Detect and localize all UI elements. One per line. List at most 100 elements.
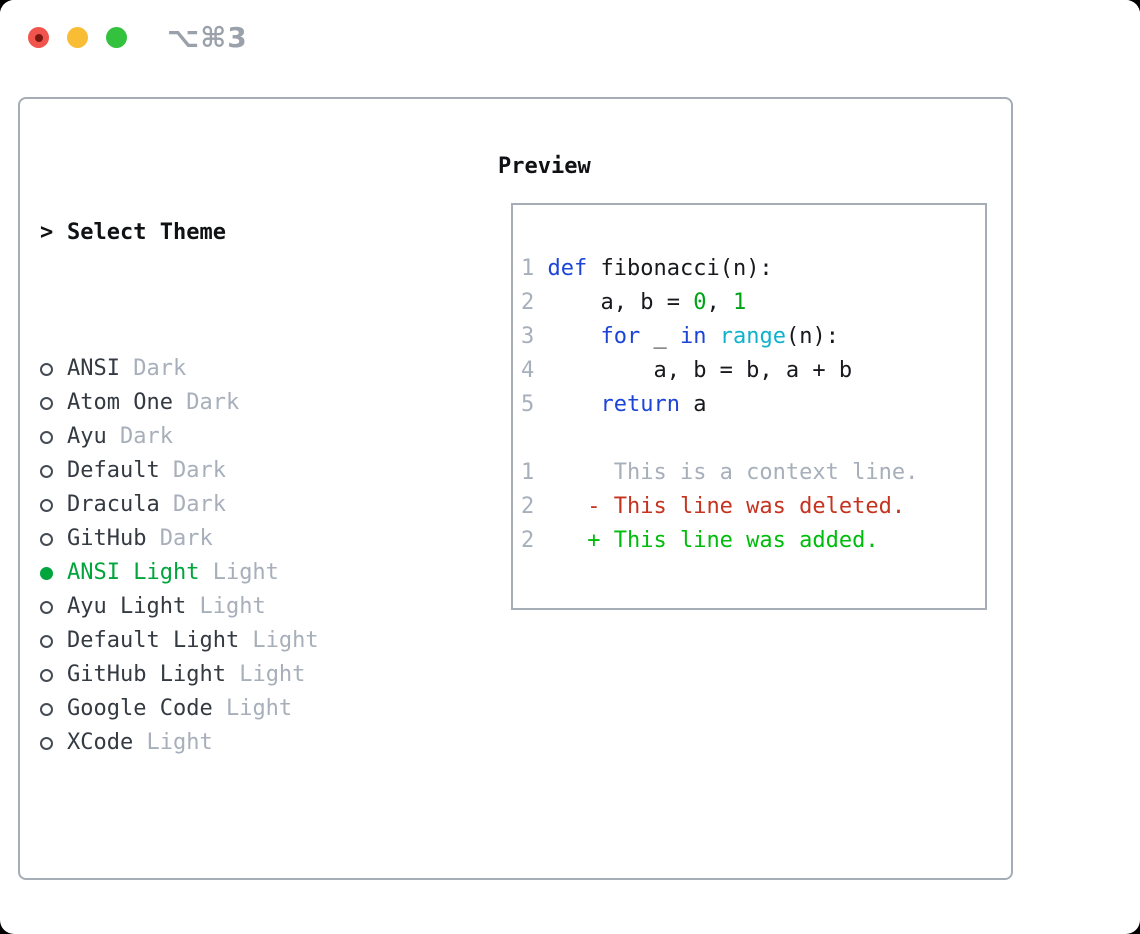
line-number: 5 xyxy=(521,392,548,417)
gutter xyxy=(40,532,67,546)
cursor-caret-icon: > xyxy=(40,220,54,245)
code-line: 1 This is a context line. xyxy=(521,456,918,490)
radio-icon xyxy=(40,464,53,478)
code-token: a xyxy=(679,392,707,417)
theme-variant: Light xyxy=(133,730,213,755)
theme-name: XCode xyxy=(67,730,134,755)
theme-option-ayu-light[interactable]: Ayu Light Light xyxy=(40,590,411,624)
code-line: 4 a, b = b, a + b xyxy=(521,354,918,388)
code-token: , xyxy=(706,290,733,315)
line-number: 2 xyxy=(521,528,548,553)
theme-option-github[interactable]: GitHub Dark xyxy=(40,522,411,556)
spacer xyxy=(40,862,411,896)
code-token: for xyxy=(600,324,641,349)
radio-icon xyxy=(40,362,53,376)
radio-selected-icon xyxy=(40,566,53,580)
line-number: 1 xyxy=(521,256,548,281)
theme-option-ansi[interactable]: ANSI Dark xyxy=(40,352,411,386)
radio-icon xyxy=(40,498,53,512)
theme-option-default[interactable]: Default Dark xyxy=(40,454,411,488)
gutter xyxy=(40,362,67,376)
theme-variant: Dark xyxy=(159,492,226,517)
theme-name: ANSI xyxy=(67,356,120,381)
theme-variant: Dark xyxy=(146,526,213,551)
code-token: 1 xyxy=(732,290,747,315)
radio-icon xyxy=(40,668,53,682)
code-token: a, b = xyxy=(547,290,694,315)
radio-icon xyxy=(40,430,53,444)
code-token: 0 xyxy=(693,290,707,315)
code-token: range xyxy=(719,324,786,349)
code-line: 3 for _ in range(n): xyxy=(521,320,918,354)
minimize-button[interactable] xyxy=(67,27,88,48)
radio-icon xyxy=(40,600,53,614)
radio-icon xyxy=(40,702,53,716)
code-line: 1 def fibonacci(n): xyxy=(521,252,918,286)
radio-icon xyxy=(40,736,53,750)
theme-name: Google Code xyxy=(67,696,213,721)
code-token xyxy=(706,324,719,349)
theme-name: Atom One xyxy=(67,390,173,415)
gutter xyxy=(40,464,67,478)
code-token: (n): xyxy=(785,324,839,349)
theme-option-github-light[interactable]: GitHub Light Light xyxy=(40,658,411,692)
radio-icon xyxy=(40,396,53,410)
theme-variant: Dark xyxy=(172,390,240,415)
theme-variant: Light xyxy=(239,628,319,653)
theme-variant: Dark xyxy=(106,424,173,449)
code-line xyxy=(521,422,918,456)
select-theme-header: > Select Theme xyxy=(40,216,411,250)
theme-name: Ayu xyxy=(67,424,107,449)
titlebar: ⌥⌘3 xyxy=(0,0,1140,97)
theme-name: Default Light xyxy=(67,628,240,653)
theme-name: ANSI Light xyxy=(67,560,200,585)
line-number: 4 xyxy=(521,358,548,383)
theme-variant: Light xyxy=(225,662,306,687)
theme-name: Dracula xyxy=(67,492,160,517)
theme-variant: Light xyxy=(199,560,279,585)
line-number: 2 xyxy=(521,290,548,315)
theme-name: Default xyxy=(67,458,160,483)
theme-option-ayu[interactable]: Ayu Dark xyxy=(40,420,411,454)
theme-option-google-code[interactable]: Google Code Light xyxy=(40,692,411,726)
gutter xyxy=(40,498,67,512)
gutter xyxy=(40,702,67,716)
theme-variant: Light xyxy=(186,594,266,619)
code-token: This is a context line. xyxy=(547,460,919,485)
code-token xyxy=(548,324,601,349)
close-button[interactable] xyxy=(28,27,49,48)
theme-option-dracula[interactable]: Dracula Dark xyxy=(40,488,411,522)
line-number: 1 xyxy=(521,460,548,485)
theme-variant: Light xyxy=(212,696,293,721)
theme-option-ansi-light[interactable]: ANSI Light Light xyxy=(40,556,411,590)
theme-option-xcode[interactable]: XCode Light xyxy=(40,726,411,760)
unsaved-dot-icon xyxy=(34,33,43,42)
radio-icon xyxy=(40,634,53,648)
code-line: 5 return a xyxy=(521,388,918,422)
theme-variant: Dark xyxy=(119,356,187,381)
gutter xyxy=(40,600,67,614)
code-preview: 1 def fibonacci(n): 2 a, b = 0, 1 3 for _ … xyxy=(521,252,918,558)
gutter xyxy=(40,396,67,410)
theme-name: GitHub xyxy=(67,526,147,551)
maximize-button[interactable] xyxy=(106,27,127,48)
select-theme-title: Select Theme xyxy=(67,220,226,245)
gutter xyxy=(40,668,67,682)
radio-icon xyxy=(40,532,53,546)
gutter xyxy=(40,566,67,580)
code-token: a, b = b, a + b xyxy=(547,358,853,383)
gutter xyxy=(40,736,67,750)
theme-option-default-light[interactable]: Default Light Light xyxy=(40,624,411,658)
code-line: 2 - This line was deleted. xyxy=(521,490,918,524)
code-line: 2 + This line was added. xyxy=(521,524,918,558)
code-token: _ xyxy=(640,324,680,349)
theme-variant: Dark xyxy=(159,458,226,483)
code-token: + This line was added. xyxy=(547,528,879,553)
gutter xyxy=(40,430,67,444)
gutter xyxy=(40,634,67,648)
theme-option-atom-one[interactable]: Atom One Dark xyxy=(40,386,411,420)
